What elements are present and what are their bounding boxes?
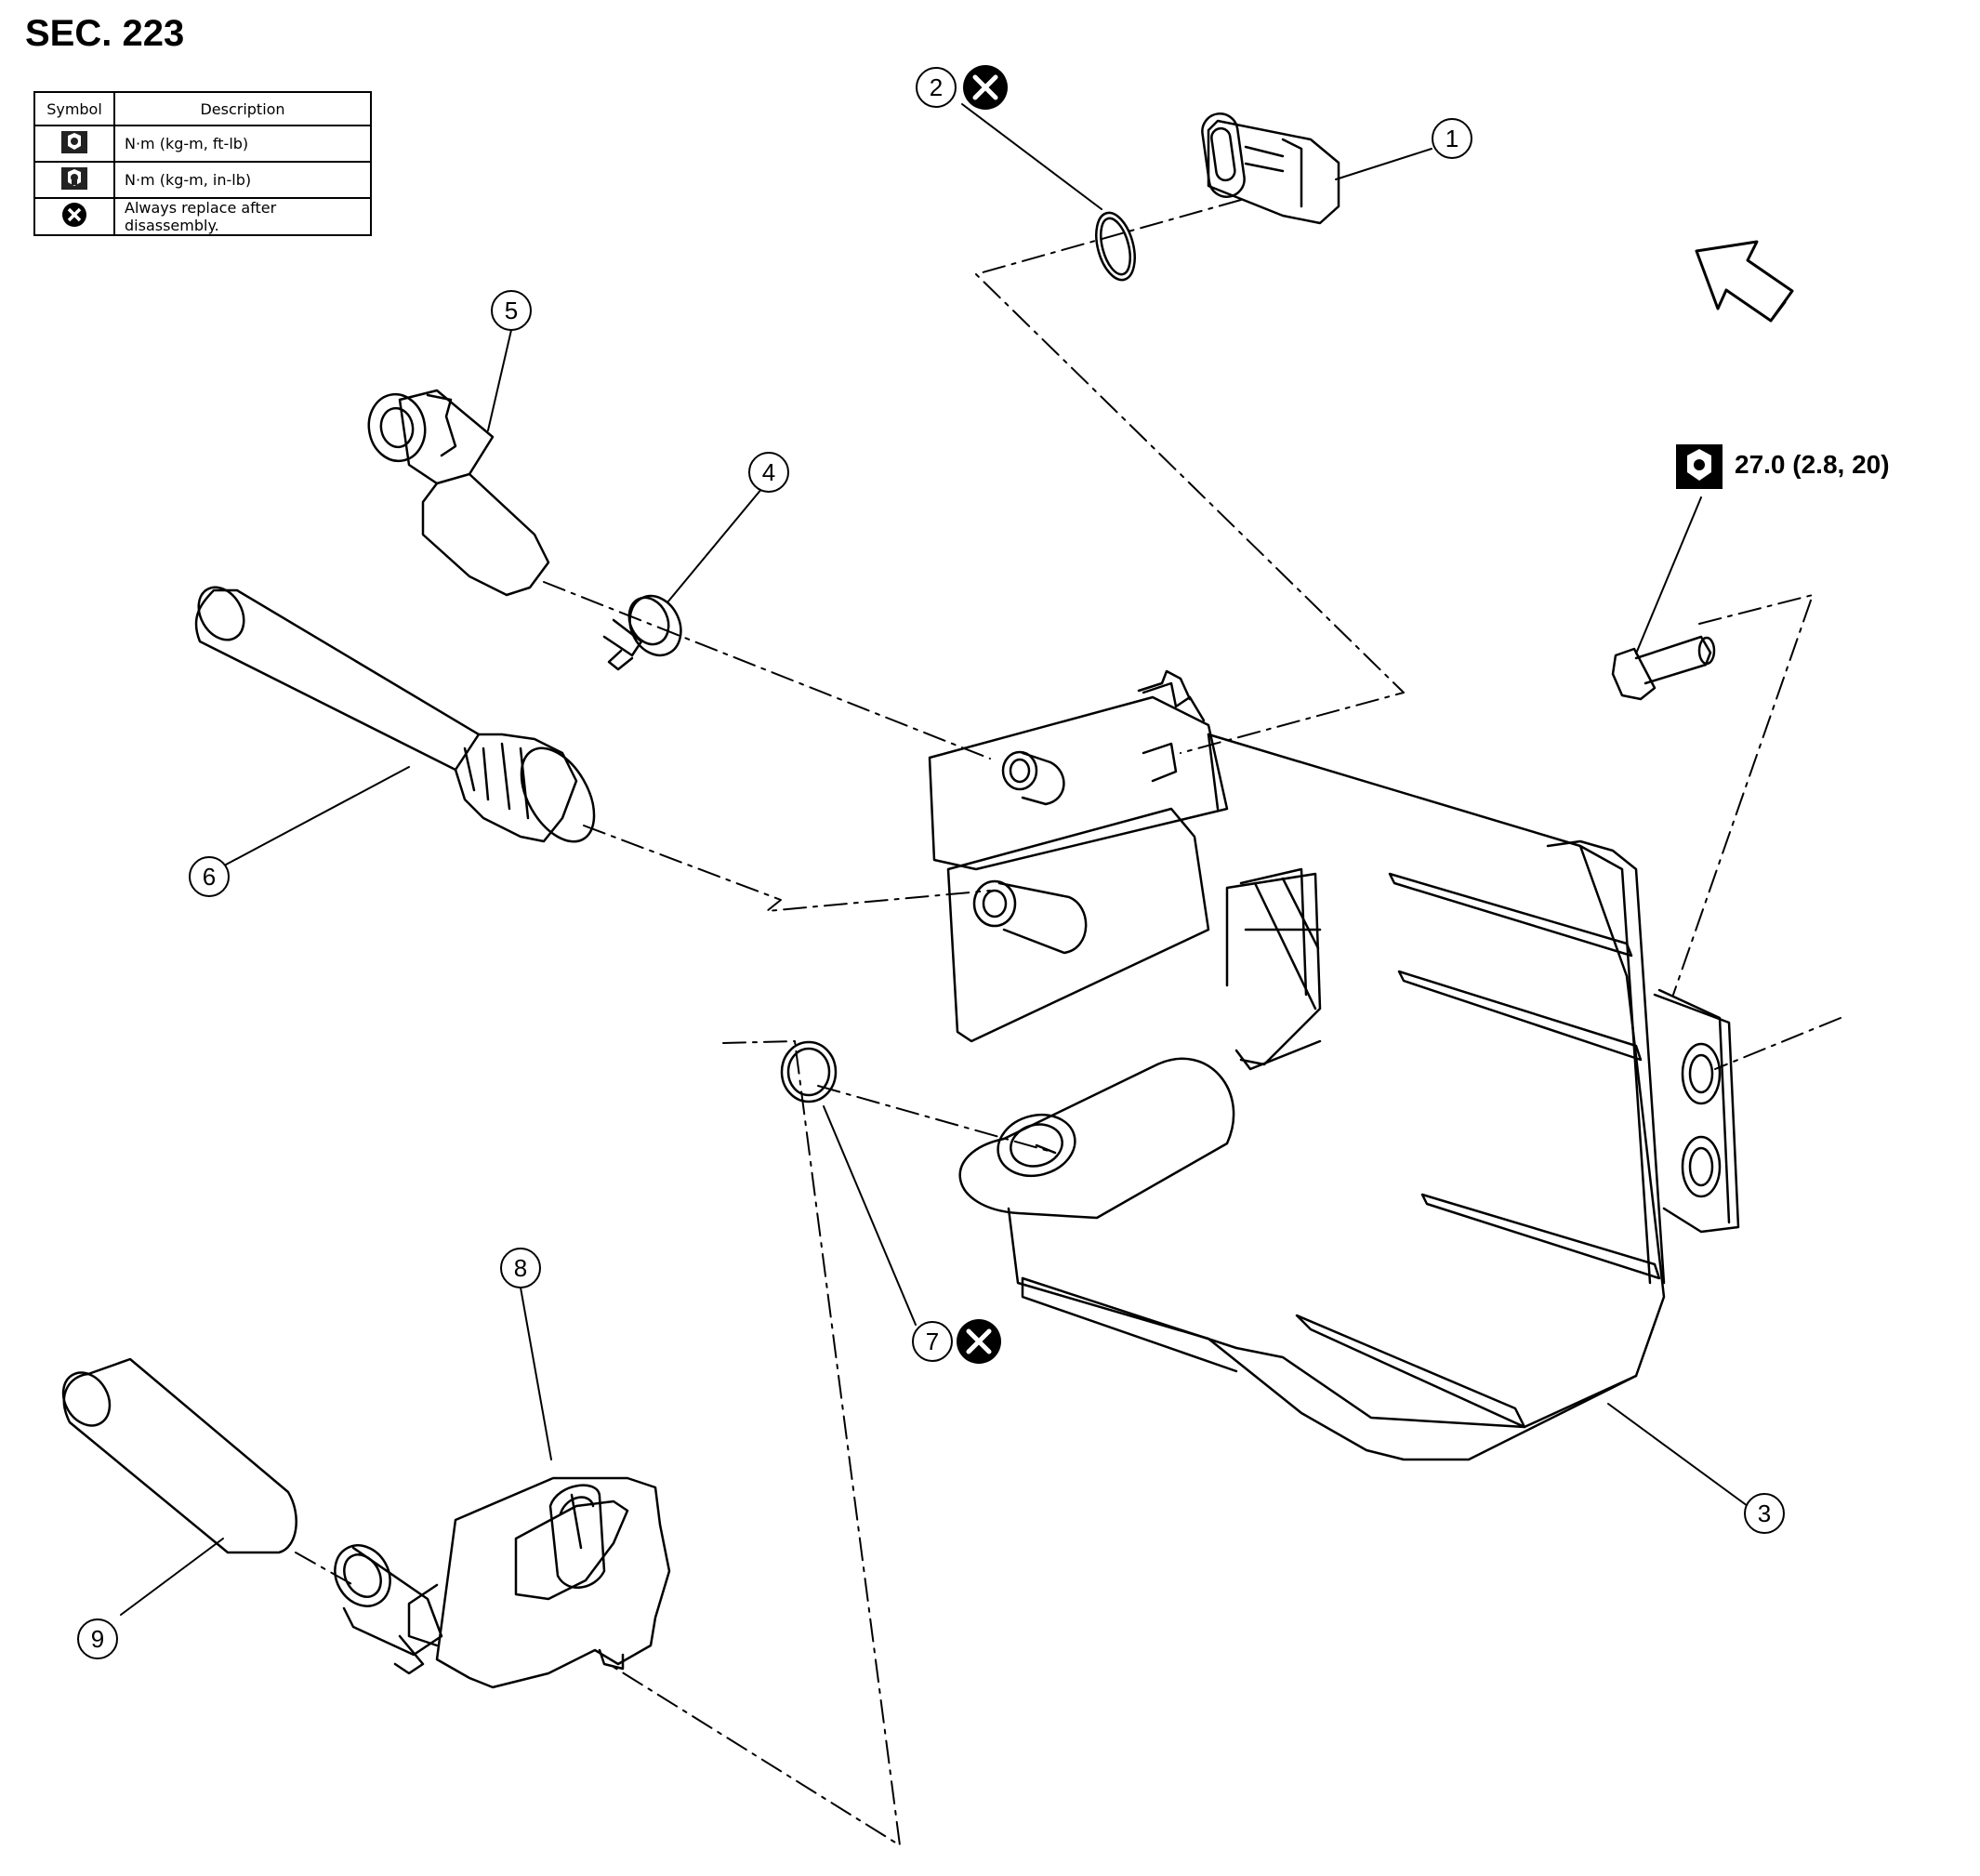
leader-bolt <box>1635 496 1702 654</box>
callout-7: 7 <box>926 1328 939 1355</box>
callout-5-circle <box>491 290 532 331</box>
legend-symbol-cell <box>33 161 115 199</box>
callout-3-circle <box>1744 1493 1785 1534</box>
legend-description: N·m (kg-m, in-lb) <box>113 161 372 199</box>
legend-row: N·m (kg-m, in-lb) <box>33 161 372 199</box>
leader-1 <box>1335 148 1432 180</box>
legend-header-row: Symbol Description <box>33 91 372 126</box>
callout-2: 2 <box>930 73 943 101</box>
always-replace-icon <box>963 65 1008 110</box>
legend-row: N·m (kg-m, ft-lb) <box>33 125 372 163</box>
callout-6: 6 <box>203 863 216 891</box>
legend-row: Always replace after disassembly. <box>33 197 372 236</box>
callout-9-circle <box>77 1618 118 1659</box>
legend-header-symbol: Symbol <box>33 91 115 126</box>
callout-9: 9 <box>91 1625 104 1653</box>
callout-3: 3 <box>1758 1499 1771 1527</box>
symbol-legend-table: Symbol Description N·m (kg-m, ft-lb) N·m… <box>33 91 372 236</box>
torque-wrench-small-icon <box>61 166 87 190</box>
callout-6-circle <box>189 856 230 897</box>
callout-8: 8 <box>514 1254 527 1282</box>
part-1-connector <box>1201 112 1340 225</box>
callout-7-circle <box>912 1321 953 1362</box>
part-2-o-ring <box>1095 211 1136 282</box>
callout-1-circle <box>1432 118 1472 159</box>
bolt <box>1611 635 1716 701</box>
part-3-evap-canister <box>928 669 1740 1461</box>
legend-header-description: Description <box>113 91 372 126</box>
callout-4-circle <box>748 452 789 493</box>
valve-inlet-pipe <box>334 1544 443 1675</box>
leader-7 <box>823 1105 917 1326</box>
part-6-hose <box>194 586 596 843</box>
front-direction-arrow-icon <box>1695 240 1794 323</box>
torque-wrench-icon <box>61 130 87 153</box>
torque-spec: 27.0 (2.8, 20) <box>1735 450 1890 479</box>
callout-2-circle <box>916 67 957 108</box>
part-8-vent-valve <box>407 1476 671 1689</box>
part-9-hose <box>61 1357 297 1554</box>
assembly-guide-lines <box>295 199 1841 1846</box>
leader-8 <box>520 1287 552 1460</box>
callout-8-circle <box>500 1248 541 1288</box>
legend-symbol-cell <box>33 125 115 163</box>
legend-description: N·m (kg-m, ft-lb) <box>113 125 372 163</box>
callout-1: 1 <box>1445 125 1459 152</box>
leader-2 <box>961 103 1102 210</box>
leader-4 <box>667 487 763 603</box>
leader-6 <box>213 766 410 872</box>
always-replace-icon <box>62 203 86 227</box>
callout-4: 4 <box>762 458 775 486</box>
part-4-clamp <box>602 594 682 671</box>
leader-3 <box>1607 1403 1749 1507</box>
callout-5: 5 <box>505 297 518 324</box>
always-replace-icon <box>957 1319 1001 1364</box>
leader-9 <box>120 1538 224 1616</box>
legend-symbol-cell <box>33 197 115 236</box>
torque-wrench-icon <box>1676 444 1723 489</box>
section-title: SEC. 223 <box>25 13 185 54</box>
leader-5 <box>487 329 512 431</box>
part-5-hose <box>367 389 550 597</box>
legend-description: Always replace after disassembly. <box>113 197 372 236</box>
part-7-o-ring <box>780 1040 838 1103</box>
